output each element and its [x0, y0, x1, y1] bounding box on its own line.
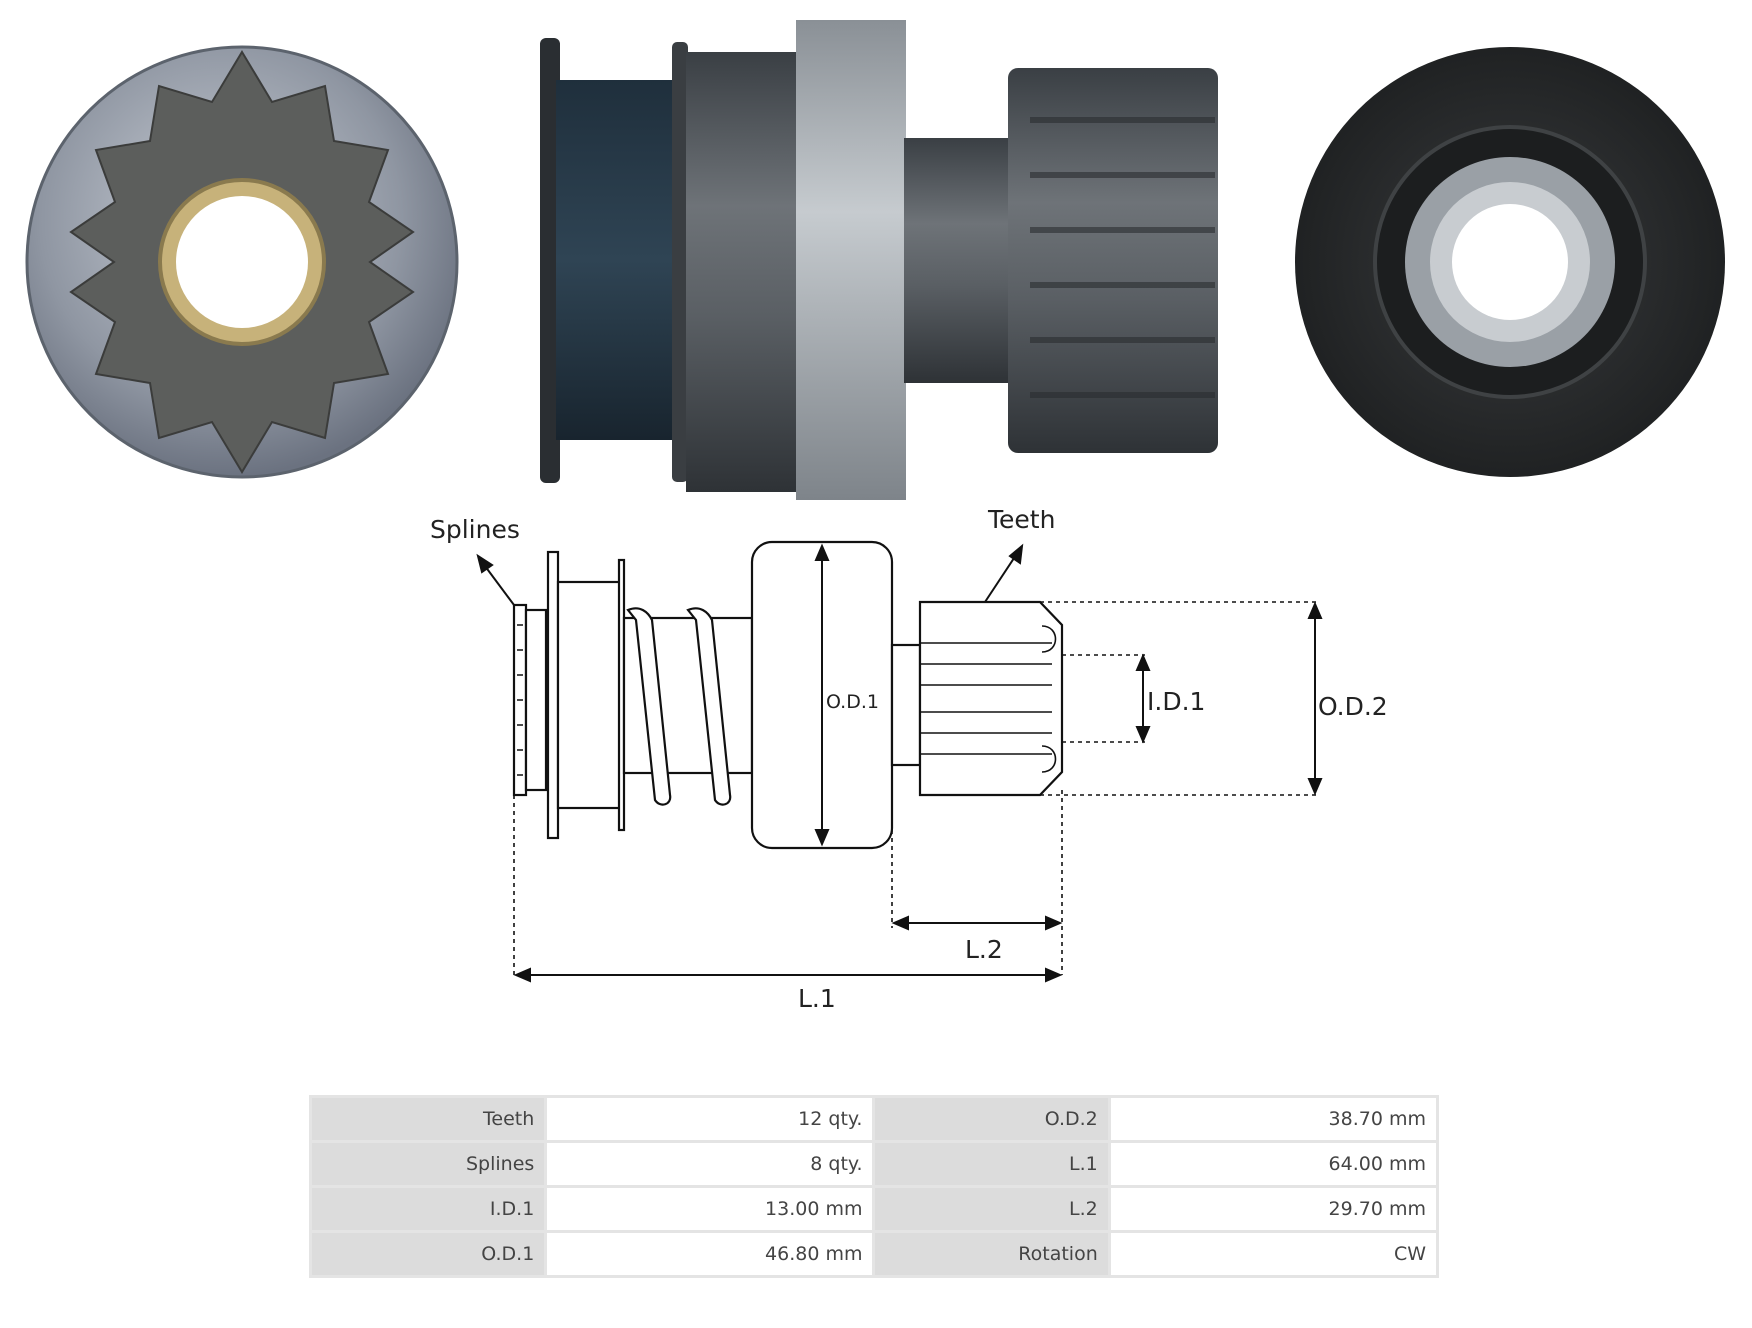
l1-label: L.1 [798, 984, 836, 1013]
spec-value: 64.00 mm [1110, 1143, 1436, 1185]
spec-value: 8 qty. [547, 1143, 873, 1185]
spring-coils [626, 607, 732, 806]
extension-lines [513, 601, 1320, 975]
drive-side-view-photo [540, 20, 1218, 500]
pinion-neck [890, 643, 922, 767]
splines-label: Splines [430, 515, 520, 544]
spec-label: Teeth [312, 1098, 545, 1140]
spec-value: 46.80 mm [547, 1233, 873, 1275]
spec-label: Rotation [875, 1233, 1108, 1275]
table-row: O.D.1 46.80 mm Rotation CW [312, 1233, 1436, 1275]
l2-label: L.2 [965, 935, 1003, 964]
table-row: I.D.1 13.00 mm L.2 29.70 mm [312, 1188, 1436, 1230]
pinion-gear [918, 600, 1064, 797]
id1-label: I.D.1 [1147, 687, 1205, 716]
pinion-teeth-lines [920, 625, 1057, 773]
spec-table: Teeth 12 qty. O.D.2 38.70 mm Splines 8 q… [309, 1095, 1439, 1278]
spec-value: 38.70 mm [1110, 1098, 1436, 1140]
spec-label: I.D.1 [312, 1188, 545, 1230]
table-row: Splines 8 qty. L.1 64.00 mm [312, 1143, 1436, 1185]
table-row: Teeth 12 qty. O.D.2 38.70 mm [312, 1098, 1436, 1140]
spec-label: L.2 [875, 1188, 1108, 1230]
teeth-label: Teeth [987, 510, 1055, 534]
od2-label: O.D.2 [1318, 692, 1388, 721]
dimension-diagram: Splines Teeth O.D.1 I.D.1 O.D.2 L.2 L.1 [430, 510, 1388, 1013]
spec-label: O.D.2 [875, 1098, 1108, 1140]
dimension-arrows [476, 543, 1323, 983]
drive-back-view-photo [1295, 47, 1725, 477]
spec-value: CW [1110, 1233, 1436, 1275]
flange-plate [546, 550, 560, 840]
spline-marks [517, 624, 523, 776]
product-photos [25, 20, 1725, 500]
gear-end-view-photo [25, 45, 459, 479]
spec-value: 29.70 mm [1110, 1188, 1436, 1230]
spec-label: L.1 [875, 1143, 1108, 1185]
od1-label: O.D.1 [826, 691, 879, 713]
hub-collar [524, 608, 548, 792]
spec-value: 13.00 mm [547, 1188, 873, 1230]
spec-label: O.D.1 [312, 1233, 545, 1275]
spec-label: Splines [312, 1143, 545, 1185]
flange-body [556, 580, 622, 810]
spec-value: 12 qty. [547, 1098, 873, 1140]
